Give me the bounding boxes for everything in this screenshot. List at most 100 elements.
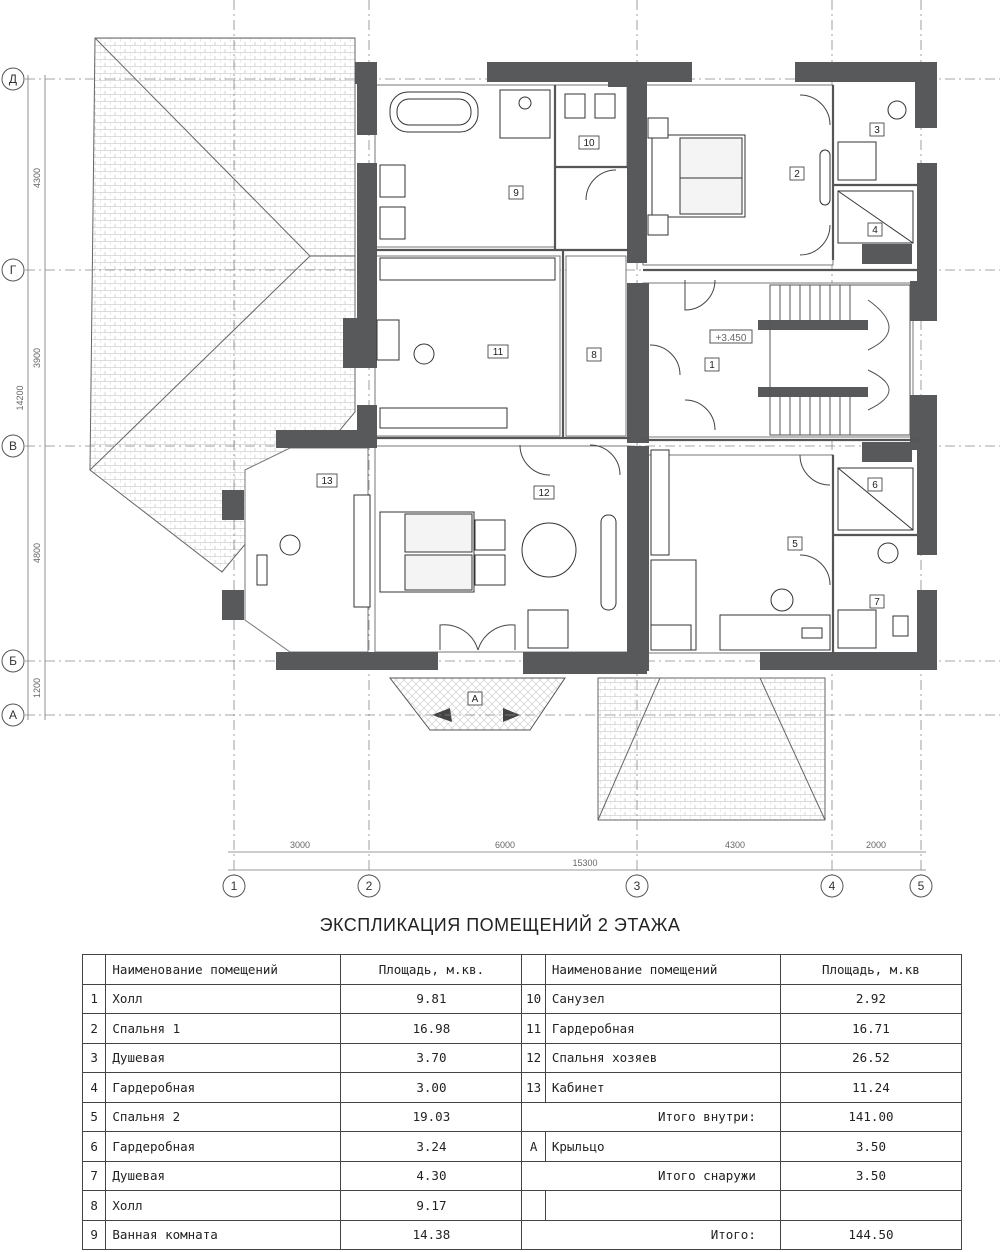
- axis-col-label: 1: [231, 879, 238, 893]
- room-name: Кабинет: [544, 1072, 781, 1103]
- room-number: 10: [521, 983, 546, 1014]
- dim-left-total: 14200: [15, 385, 25, 410]
- axis-labels: Д Г В Б А 1 2 3 4 5: [9, 72, 925, 893]
- room-number: 13: [521, 1072, 546, 1103]
- doors: [439, 94, 831, 651]
- explication-title: ЭКСПЛИКАЦИЯ ПОМЕЩЕНИЙ 2 ЭТАЖА: [319, 915, 681, 935]
- room-name: Крыльцо: [544, 1131, 781, 1162]
- axis-row-markers: [1, 67, 25, 727]
- roof-front: [597, 677, 826, 821]
- axis-row-label: В: [9, 439, 17, 453]
- axis-col-label: 3: [634, 879, 641, 893]
- room-tag: 8: [591, 350, 597, 361]
- total-label: Итого снаружи: [521, 1160, 781, 1191]
- room-tag: 2: [794, 169, 800, 180]
- room-tag: 10: [583, 138, 595, 149]
- axis-row-label: Б: [9, 654, 17, 668]
- header-area: Площадь, м.кв.: [340, 954, 523, 985]
- room-tag: 5: [792, 539, 798, 550]
- dim-bottom-label: 3000: [290, 840, 310, 850]
- room-number: [521, 1190, 546, 1221]
- room-name: Гардеробная: [105, 1131, 342, 1162]
- room-tag: 11: [493, 347, 504, 358]
- room-number: 3: [81, 1042, 107, 1073]
- dimension-lines: [27, 75, 926, 871]
- header-name: Наименование помещений: [105, 954, 342, 985]
- room-tag: 7: [874, 597, 880, 608]
- room-name: Холл: [105, 983, 342, 1014]
- room-area: 3.70: [340, 1042, 523, 1073]
- room-number: 12: [521, 1042, 546, 1073]
- room-tag: 6: [872, 480, 878, 491]
- room-area: 26.52: [779, 1042, 963, 1073]
- dim-bottom-label: 6000: [495, 840, 515, 850]
- room-area: 3.24: [340, 1131, 523, 1162]
- table-header-row: Наименование помещений Площадь, м.кв. На…: [81, 954, 963, 985]
- room-tag: 13: [321, 476, 333, 487]
- room-tag: 4: [872, 225, 878, 236]
- dimension-labels: 4300 3900 4800 1200 14200 3000 6000 4300…: [15, 168, 886, 868]
- header-num: [521, 954, 546, 985]
- axis-row-label: А: [9, 708, 17, 722]
- room-area: 16.71: [779, 1013, 963, 1044]
- room-tag: 1: [709, 360, 715, 371]
- room-number: 6: [81, 1131, 107, 1162]
- room-tag: 9: [513, 188, 519, 199]
- room-area: 9.17: [340, 1190, 523, 1221]
- axis-col-label: 4: [829, 879, 836, 893]
- header-name: Наименование помещений: [544, 954, 781, 985]
- room-area: 14.38: [340, 1219, 523, 1250]
- room-number: 8: [81, 1190, 107, 1221]
- dim-left-label: 1200: [32, 678, 42, 698]
- header-num: [81, 954, 107, 985]
- room-name: Холл: [105, 1190, 342, 1221]
- total-value: 3.50: [779, 1160, 963, 1191]
- room-tag: 3: [874, 125, 880, 136]
- axis-row-label: Г: [10, 263, 17, 277]
- total-value: 144.50: [779, 1219, 963, 1250]
- room-name: [544, 1190, 781, 1221]
- stair: [709, 284, 911, 436]
- room-number: 2: [81, 1013, 107, 1044]
- room-name: Душевая: [105, 1042, 342, 1073]
- floor-plan-drawing: Д Г В Б А 1 2 3 4 5 4300 3900 4800 1200 …: [1, 0, 1000, 898]
- furniture: [256, 89, 914, 651]
- walls: [222, 62, 937, 674]
- room-area: 3.00: [340, 1072, 523, 1103]
- room-name: Гардеробная: [105, 1072, 342, 1103]
- axis-col-label: 5: [918, 879, 925, 893]
- dim-bottom-total: 15300: [572, 858, 597, 868]
- dim-left-label: 4300: [32, 168, 42, 188]
- room-area: 19.03: [340, 1101, 523, 1132]
- room-number: 7: [81, 1160, 107, 1191]
- dim-left-label: 4800: [32, 543, 42, 563]
- room-name: Душевая: [105, 1160, 342, 1191]
- room-name: Ванная комната: [105, 1219, 342, 1250]
- room-name: Гардеробная: [544, 1013, 781, 1044]
- room-number: 1: [81, 983, 107, 1014]
- total-label: Итого внутри:: [521, 1101, 781, 1132]
- total-label: Итого:: [521, 1219, 781, 1250]
- axis-col-label: 2: [366, 879, 373, 893]
- room-name: Спальня хозяев: [544, 1042, 781, 1073]
- room-number: А: [521, 1131, 546, 1162]
- room-name: Спальня 1: [105, 1013, 342, 1044]
- room-name: Санузел: [544, 983, 781, 1014]
- level-mark: +3.450: [716, 333, 747, 344]
- room-area: 4.30: [340, 1160, 523, 1191]
- axis-row-label: Д: [9, 72, 17, 86]
- room-number: 5: [81, 1101, 107, 1132]
- explication-table: Наименование помещений Площадь, м.кв. На…: [81, 954, 963, 1250]
- room-area: 9.81: [340, 983, 523, 1014]
- room-name: Спальня 2: [105, 1101, 342, 1132]
- header-area: Площадь, м.кв: [779, 954, 963, 985]
- dim-bottom-label: 4300: [725, 840, 745, 850]
- axis-col-markers: [222, 874, 933, 898]
- partitions: [375, 85, 917, 655]
